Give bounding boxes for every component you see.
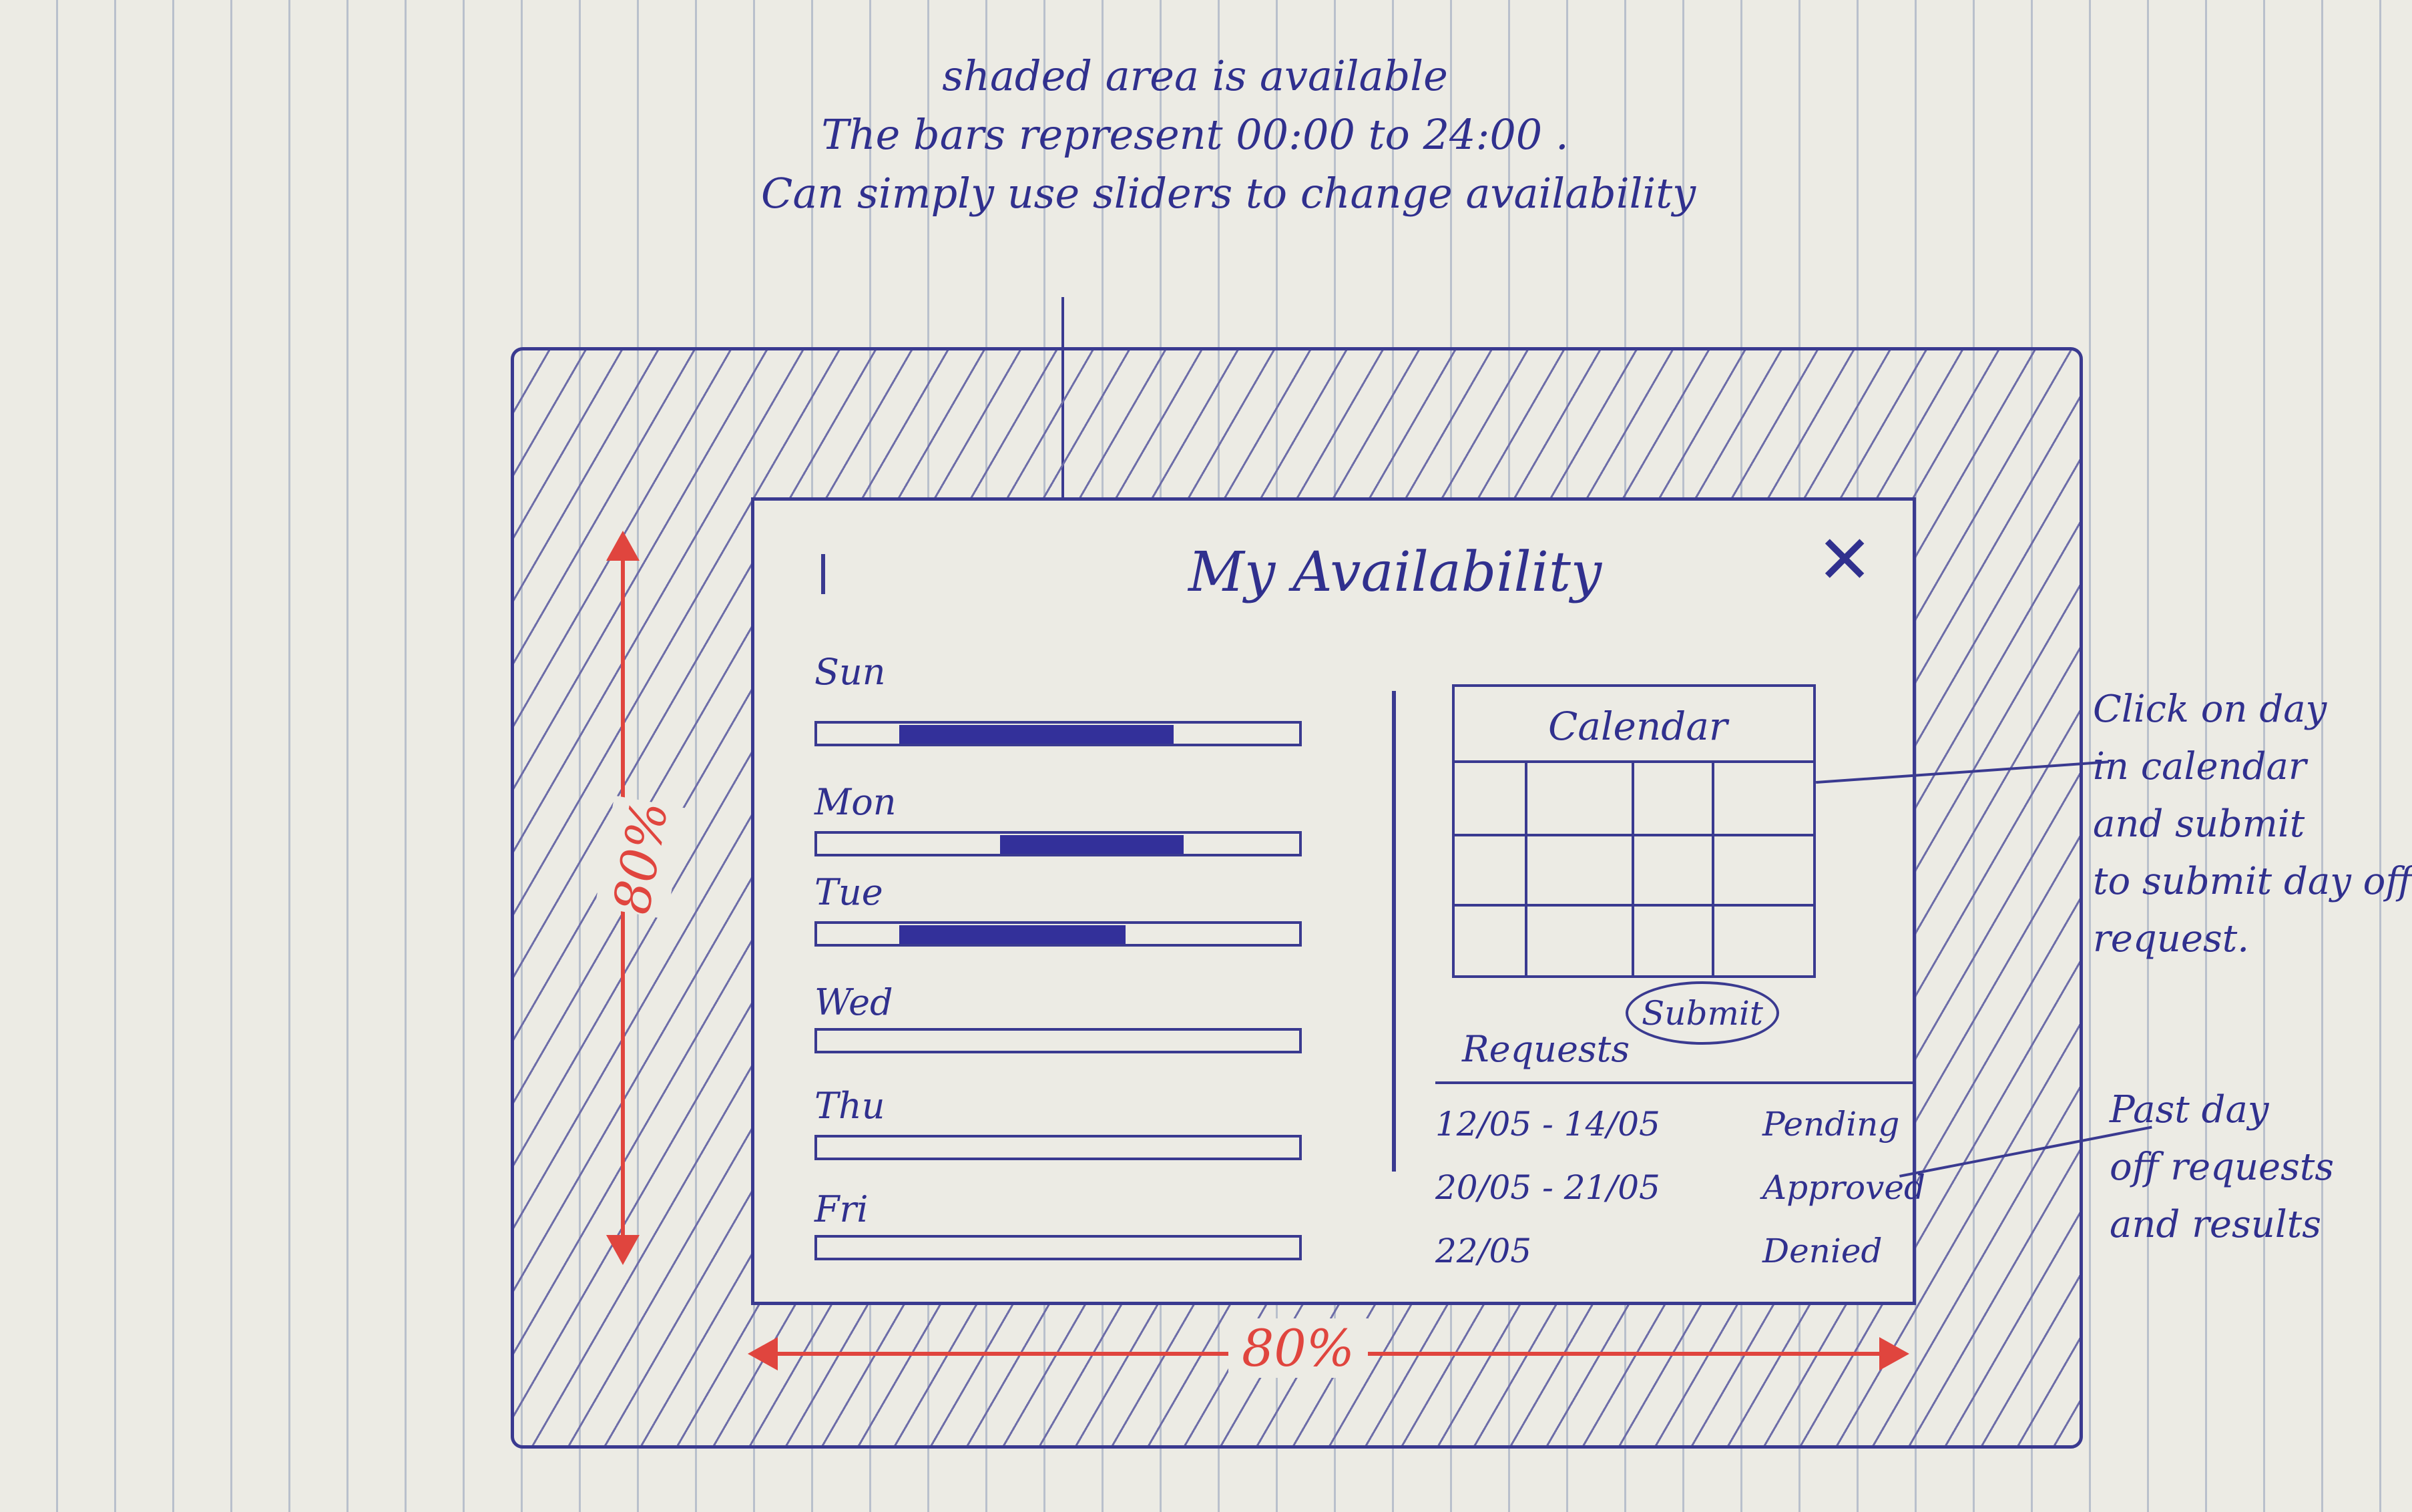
request-dates: 12/05 - 14/05 xyxy=(1435,1105,1660,1144)
width-dimension-label: 80% xyxy=(1228,1318,1368,1378)
note-line: to submit day off xyxy=(2093,860,2412,903)
calendar-grid-line xyxy=(1632,760,1634,975)
requests-annotation: Past day off requests and results xyxy=(2110,1081,2334,1254)
note-line: request. xyxy=(2093,917,2250,961)
note-line: and results xyxy=(2110,1203,2321,1246)
availability-slider-fri[interactable] xyxy=(814,1235,1302,1260)
availability-slider-sun[interactable] xyxy=(814,721,1302,746)
request-row: 22/05 Denied xyxy=(1435,1232,1889,1285)
cursor-mark xyxy=(821,554,825,594)
submit-button[interactable]: Submit xyxy=(1626,981,1779,1045)
availability-slider-tue[interactable] xyxy=(814,921,1302,947)
request-status: Approved xyxy=(1762,1168,1925,1207)
note-line: in calendar xyxy=(2093,745,2307,788)
panel-divider xyxy=(1392,691,1396,1172)
available-range[interactable] xyxy=(899,725,1174,744)
available-range[interactable] xyxy=(1000,835,1184,854)
calendar: Calendar xyxy=(1452,684,1816,978)
day-label-fri: Fri xyxy=(814,1188,869,1230)
requests-title: Requests xyxy=(1462,1028,1630,1070)
calendar-annotation: Click on day in calendar and submit to s… xyxy=(2093,681,2412,968)
request-row: 20/05 - 21/05 Approved xyxy=(1435,1168,1925,1222)
day-label-thu: Thu xyxy=(814,1085,885,1127)
note-line: Can simply use sliders to change availab… xyxy=(761,169,1696,218)
note-line: off requests xyxy=(2110,1146,2335,1189)
request-row: 12/05 - 14/05 Pending xyxy=(1435,1105,1899,1158)
availability-slider-mon[interactable] xyxy=(814,831,1302,856)
top-annotation: shaded area is available The bars repres… xyxy=(761,47,1696,223)
request-status: Pending xyxy=(1762,1105,1900,1144)
available-range[interactable] xyxy=(899,925,1126,944)
calendar-title: Calendar xyxy=(1548,704,1728,749)
calendar-grid-line xyxy=(1712,760,1714,975)
note-line: The bars represent 00:00 to 24:00 . xyxy=(821,110,1569,159)
calendar-grid-line xyxy=(1525,760,1527,975)
note-line: Click on day xyxy=(2093,688,2327,731)
modal-title: My Availability xyxy=(1188,541,1602,604)
day-label-tue: Tue xyxy=(814,871,883,913)
request-status: Denied xyxy=(1762,1232,1883,1270)
close-icon[interactable]: ✕ xyxy=(1817,521,1873,599)
note-line: shaded area is available xyxy=(942,51,1448,100)
availability-modal: My Availability ✕ Sun Mon Tue Wed Thu Fr… xyxy=(751,497,1925,1305)
note-line: Past day xyxy=(2110,1088,2269,1131)
requests-divider xyxy=(1435,1081,1916,1084)
request-dates: 22/05 xyxy=(1435,1232,1532,1270)
day-label-mon: Mon xyxy=(814,781,897,823)
availability-slider-thu[interactable] xyxy=(814,1135,1302,1160)
availability-slider-wed[interactable] xyxy=(814,1028,1302,1053)
note-line: and submit xyxy=(2093,802,2305,846)
day-label-wed: Wed xyxy=(814,981,893,1023)
day-label-sun: Sun xyxy=(814,651,886,693)
request-dates: 20/05 - 21/05 xyxy=(1435,1168,1660,1207)
